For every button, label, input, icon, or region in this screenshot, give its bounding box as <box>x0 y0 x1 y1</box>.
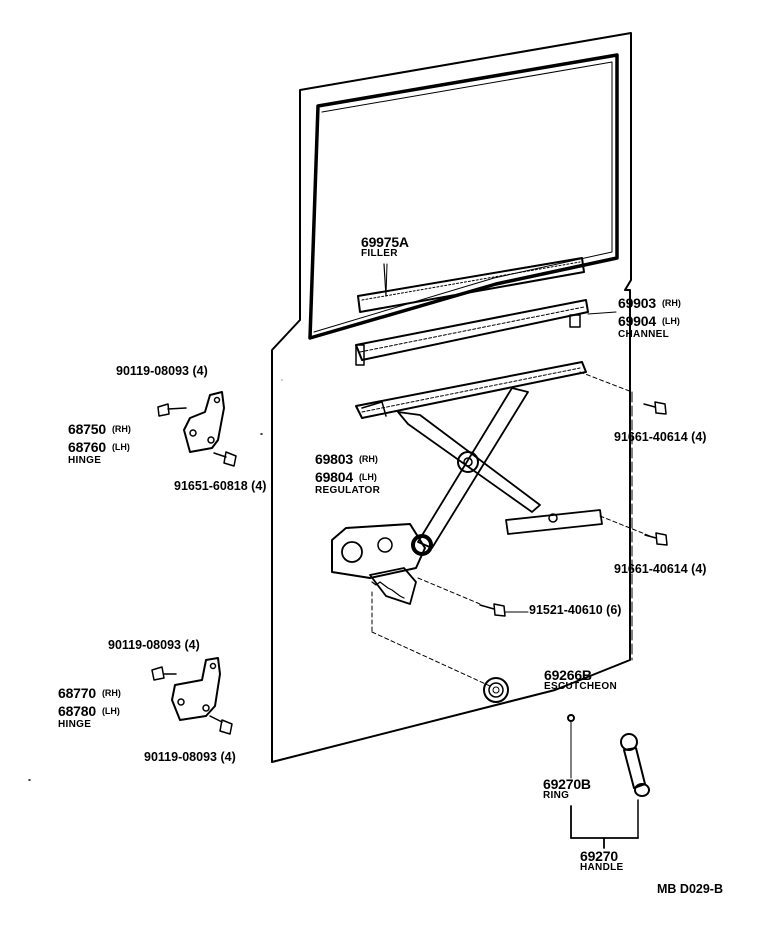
bolt-qty: (4) <box>691 562 707 576</box>
bolt-label-upper-hinge-top: 90119-08093 (4) <box>116 365 208 378</box>
bolt-qty: (4) <box>184 638 200 652</box>
bolt-label-lower-hinge-bottom: 90119-08093 (4) <box>144 751 236 764</box>
window-regulator <box>331 361 603 605</box>
lower-hinge-side-lh: (LH) <box>101 706 120 716</box>
scan-specks <box>28 433 263 781</box>
lower-hinge-label: 68770 (RH) 68780 (LH) HINGE <box>58 686 121 730</box>
regulator-number-rh: 69803 <box>315 451 353 467</box>
bolt-label-lower-hinge-top: 90119-08093 (4) <box>108 639 200 652</box>
lower-hinge <box>151 657 233 735</box>
channel-number-rh: 69903 <box>618 295 656 311</box>
channel-label: 69903 (RH) 69904 (LH) CHANNEL <box>618 296 681 340</box>
leader-lines <box>281 263 651 687</box>
filler-number: 69975A <box>361 234 409 250</box>
ring-number: 69270B <box>543 776 591 792</box>
bolt-number: 91661-40614 <box>614 562 688 576</box>
ring <box>567 714 575 779</box>
bolt-label-upper-hinge-bottom: 91651-60818 (4) <box>174 480 266 493</box>
regulator-side-rh: (RH) <box>358 454 378 464</box>
bolt-number: 91521-40610 <box>529 603 603 617</box>
bolt-number: 91661-40614 <box>614 430 688 444</box>
handle-group-bracket <box>570 805 639 849</box>
glass-channel <box>355 299 617 366</box>
handle-name: HANDLE <box>580 862 624 873</box>
channel-number-lh: 69904 <box>618 313 656 329</box>
lower-hinge-side-rh: (RH) <box>101 688 121 698</box>
escutcheon-label: 69266B ESCUTCHEON <box>544 668 617 692</box>
lower-hinge-name: HINGE <box>58 719 92 730</box>
escutcheon-number: 69266B <box>544 667 592 683</box>
upper-hinge-side-rh: (RH) <box>111 424 131 434</box>
bolt-number: 90119-08093 <box>116 364 189 378</box>
bolt-number: 90119-08093 <box>108 638 181 652</box>
upper-hinge <box>157 391 237 467</box>
upper-hinge-number-rh: 68750 <box>68 421 106 437</box>
bolt-qty: (6) <box>606 603 622 617</box>
lower-hinge-number-rh: 68770 <box>58 685 96 701</box>
regulator-side-lh: (LH) <box>358 472 377 482</box>
upper-hinge-label: 68750 (RH) 68760 (LH) HINGE <box>68 422 131 466</box>
ring-name: RING <box>543 790 570 801</box>
bolt-label-regulator-upper: 91661-40614 (4) <box>614 431 706 444</box>
bolt-qty: (4) <box>251 479 267 493</box>
upper-hinge-number-lh: 68760 <box>68 439 106 455</box>
bolt-label-regulator-lower: 91661-40614 (4) <box>614 563 706 576</box>
regulator-name: REGULATOR <box>315 485 381 496</box>
filler-name: FILLER <box>361 248 398 259</box>
handle-number: 69270 <box>580 848 618 864</box>
handle-label: 69270 HANDLE <box>580 849 623 873</box>
bolt-qty: (4) <box>220 750 236 764</box>
ring-label: 69270B RING <box>543 777 591 801</box>
diagram-code: MB D029-B <box>657 882 723 896</box>
door-panel <box>271 32 632 763</box>
channel-side-rh: (RH) <box>661 298 681 308</box>
channel-side-lh: (LH) <box>661 316 680 326</box>
lower-hinge-number-lh: 68780 <box>58 703 96 719</box>
filler-label: 69975A FILLER <box>361 235 409 259</box>
bolt-label-regulator-base: 91521-40610 (6) <box>529 604 621 617</box>
escutcheon <box>483 677 509 703</box>
regulator-label: 69803 (RH) 69804 (LH) REGULATOR <box>315 452 380 496</box>
upper-hinge-side-lh: (LH) <box>111 442 130 452</box>
regulator-bolts <box>479 401 668 617</box>
upper-hinge-name: HINGE <box>68 455 102 466</box>
bolt-number: 90119-08093 <box>144 750 217 764</box>
bolt-qty: (4) <box>691 430 707 444</box>
channel-name: CHANNEL <box>618 329 669 340</box>
window-handle <box>620 733 650 839</box>
regulator-number-lh: 69804 <box>315 469 353 485</box>
escutcheon-name: ESCUTCHEON <box>544 681 618 692</box>
bolt-qty: (4) <box>192 364 208 378</box>
bolt-number: 91651-60818 <box>174 479 248 493</box>
